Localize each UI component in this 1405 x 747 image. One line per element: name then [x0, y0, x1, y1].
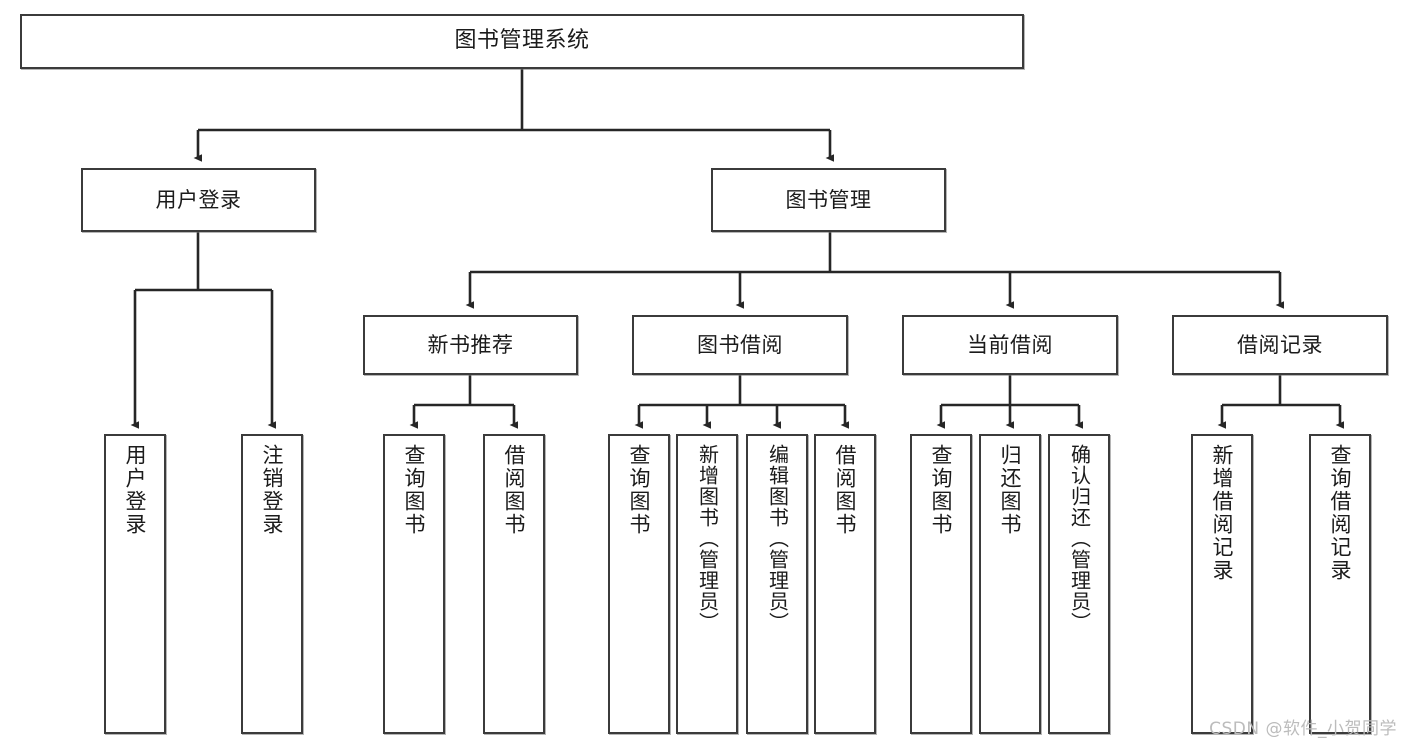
node-label: 编辑图书（管理员） — [765, 444, 790, 633]
node-label: 查询借阅记录 — [1328, 444, 1353, 582]
node-new-book-recommend[interactable]: 新书推荐 — [363, 315, 578, 375]
node-label: 新增图书（管理员） — [695, 444, 720, 633]
leaf-return-book[interactable]: 归还图书 — [979, 434, 1041, 734]
leaf-borrow-book[interactable]: 借阅图书 — [814, 434, 876, 734]
node-label: 借阅图书 — [502, 444, 527, 536]
leaf-confirm-return-admin[interactable]: 确认归还（管理员） — [1048, 434, 1110, 734]
node-label: 用户登录 — [123, 444, 148, 536]
node-root-book-management-system[interactable]: 图书管理系统 — [20, 14, 1024, 69]
node-label: 注销登录 — [260, 444, 285, 536]
node-label: 新书推荐 — [427, 332, 514, 357]
leaf-query-book-borrow[interactable]: 查询图书 — [608, 434, 670, 734]
node-book-borrow[interactable]: 图书借阅 — [632, 315, 848, 375]
leaf-add-book-admin[interactable]: 新增图书（管理员） — [676, 434, 738, 734]
node-label: 用户登录 — [155, 187, 242, 212]
node-book-management[interactable]: 图书管理 — [711, 168, 946, 232]
leaf-edit-book-admin[interactable]: 编辑图书（管理员） — [746, 434, 808, 734]
watermark-text: CSDN @软件_小贺同学 — [1209, 719, 1397, 739]
node-label: 确认归还（管理员） — [1067, 444, 1092, 633]
leaf-user-login[interactable]: 用户登录 — [104, 434, 166, 734]
node-label: 查询图书 — [627, 444, 652, 536]
node-label: 查询图书 — [402, 444, 427, 536]
leaf-add-borrow-record[interactable]: 新增借阅记录 — [1191, 434, 1253, 734]
node-user-login[interactable]: 用户登录 — [81, 168, 316, 232]
node-label: 借阅图书 — [833, 444, 858, 536]
node-label: 图书管理系统 — [454, 28, 590, 54]
leaf-logout[interactable]: 注销登录 — [241, 434, 303, 734]
node-label: 图书管理 — [785, 187, 872, 212]
leaf-query-book-current[interactable]: 查询图书 — [910, 434, 972, 734]
node-label: 当前借阅 — [967, 332, 1053, 357]
node-current-borrow[interactable]: 当前借阅 — [902, 315, 1118, 375]
node-label: 图书借阅 — [697, 332, 783, 357]
leaf-query-borrow-record[interactable]: 查询借阅记录 — [1309, 434, 1371, 734]
node-label: 新增借阅记录 — [1210, 444, 1235, 582]
node-label: 归还图书 — [998, 444, 1023, 536]
node-label: 查询图书 — [929, 444, 954, 536]
leaf-borrow-book-recommend[interactable]: 借阅图书 — [483, 434, 545, 734]
node-label: 借阅记录 — [1237, 332, 1323, 357]
node-borrow-record[interactable]: 借阅记录 — [1172, 315, 1388, 375]
leaf-query-book-recommend[interactable]: 查询图书 — [383, 434, 445, 734]
